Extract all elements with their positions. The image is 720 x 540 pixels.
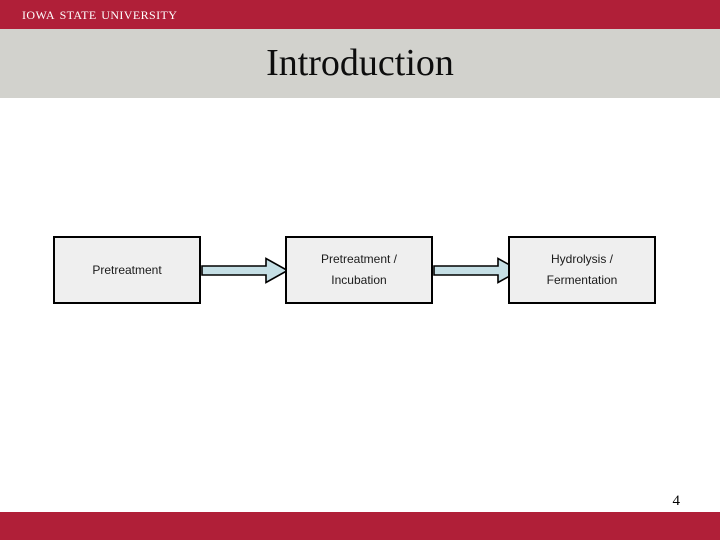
slide-header-bar: Iowa State University — [0, 0, 720, 29]
flow-node-pretreatment-incubation: Pretreatment / Incubation — [285, 236, 433, 304]
slide-footer-bar — [0, 512, 720, 540]
flow-arrow-right-1 — [201, 257, 289, 284]
block-arrow-right-icon — [201, 257, 289, 284]
iowa-state-university-wordmark: Iowa State University — [22, 4, 178, 23]
flow-node-pretreatment: Pretreatment — [53, 236, 201, 304]
slide-page-number: 4 — [672, 493, 681, 509]
flow-node-hydrolysis-fermentation: Hydrolysis / Fermentation — [508, 236, 656, 304]
process-flow-diagram: Pretreatment Pretreatment / Incubation H… — [0, 98, 720, 512]
page-title: Introduction — [266, 42, 454, 84]
slide-title-band — [0, 29, 720, 98]
flow-node-label: Hydrolysis / Fermentation — [546, 252, 618, 287]
flow-node-label: Pretreatment — [92, 262, 162, 277]
slide-body: Pretreatment Pretreatment / Incubation H… — [0, 98, 720, 512]
flow-node-label: Pretreatment / Incubation — [320, 252, 398, 287]
